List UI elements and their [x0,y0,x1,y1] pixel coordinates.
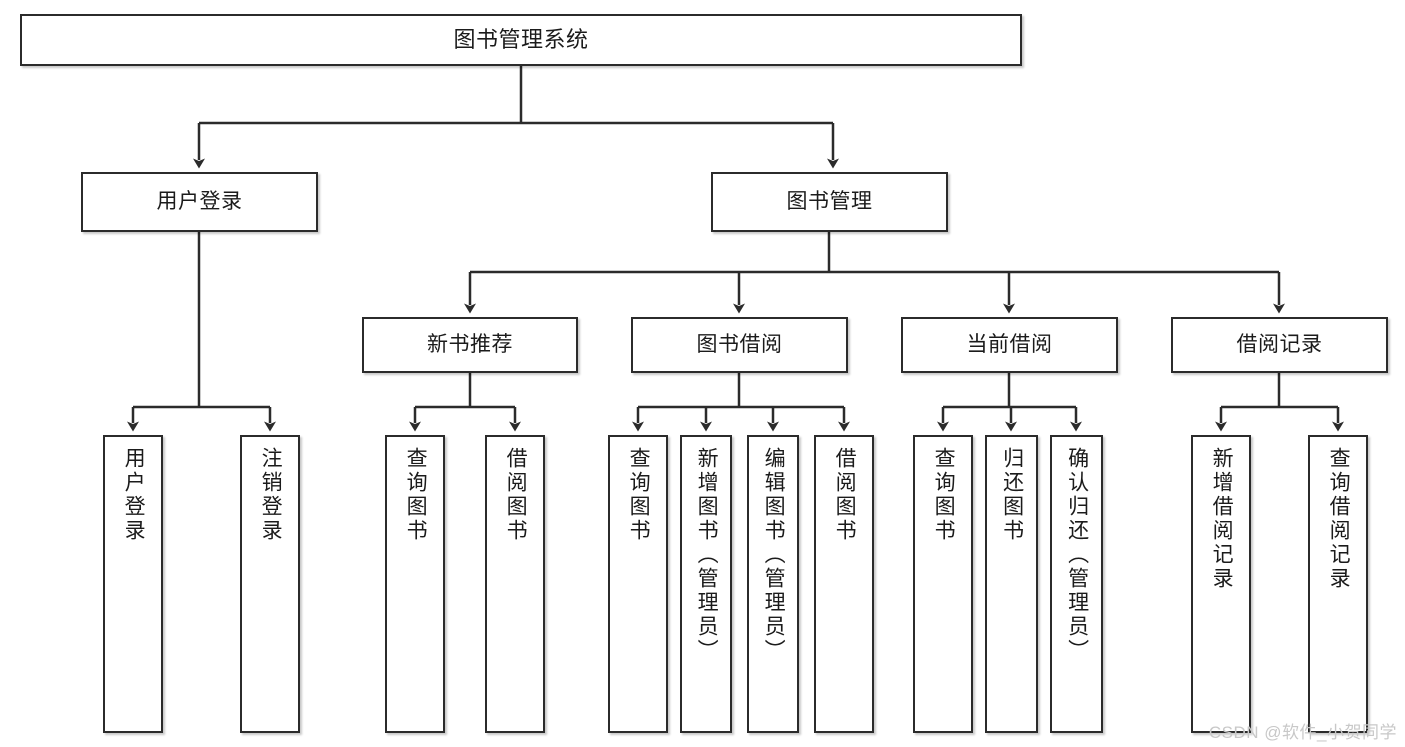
node-leaf-add-book-admin[interactable]: 新增图书（管理员） [680,435,732,733]
node-leaf-query-book-current-label: 查询图书 [932,447,956,543]
node-current-borrow[interactable]: 当前借阅 [901,317,1118,373]
node-leaf-edit-book-admin[interactable]: 编辑图书（管理员） [747,435,799,733]
node-root[interactable]: 图书管理系统 [20,14,1022,66]
node-leaf-borrow-book-label: 借阅图书 [833,447,857,543]
node-borrow-record[interactable]: 借阅记录 [1171,317,1388,373]
node-leaf-edit-book-admin-label: 编辑图书（管理员） [762,447,786,663]
node-leaf-confirm-return-admin-label: 确认归还（管理员） [1065,447,1089,663]
node-book-borrow-label: 图书借阅 [696,333,783,357]
node-leaf-user-login-label: 用户登录 [122,447,146,543]
node-user-login-label: 用户登录 [156,190,243,214]
node-root-label: 图书管理系统 [453,26,589,52]
node-leaf-borrow-book-recommend[interactable]: 借阅图书 [485,435,545,733]
node-leaf-confirm-return-admin[interactable]: 确认归还（管理员） [1050,435,1103,733]
node-user-login[interactable]: 用户登录 [81,172,318,232]
node-new-book-recommend-label: 新书推荐 [427,333,513,357]
node-leaf-user-logout[interactable]: 注销登录 [240,435,300,733]
node-leaf-query-book-current[interactable]: 查询图书 [913,435,973,733]
node-leaf-borrow-book[interactable]: 借阅图书 [814,435,874,733]
node-leaf-borrow-book-recommend-label: 借阅图书 [504,447,528,543]
node-leaf-add-book-admin-label: 新增图书（管理员） [695,447,719,663]
node-new-book-recommend[interactable]: 新书推荐 [362,317,578,373]
node-borrow-record-label: 借阅记录 [1236,333,1323,357]
node-leaf-add-borrow-record-label: 新增借阅记录 [1210,447,1234,591]
watermark: CSDN @软件_小贺同学 [1208,723,1397,742]
node-leaf-user-login[interactable]: 用户登录 [103,435,163,733]
node-leaf-query-borrow-record-label: 查询借阅记录 [1327,447,1351,591]
node-leaf-add-borrow-record[interactable]: 新增借阅记录 [1191,435,1251,733]
node-book-manage-label: 图书管理 [786,190,873,214]
node-leaf-return-book[interactable]: 归还图书 [985,435,1038,733]
node-leaf-user-logout-label: 注销登录 [259,447,283,543]
node-leaf-query-book-borrow-label: 查询图书 [627,447,651,543]
node-leaf-query-book-recommend[interactable]: 查询图书 [385,435,445,733]
node-book-manage[interactable]: 图书管理 [711,172,948,232]
node-leaf-query-book-recommend-label: 查询图书 [404,447,428,543]
node-book-borrow[interactable]: 图书借阅 [631,317,848,373]
node-current-borrow-label: 当前借阅 [966,333,1053,357]
node-leaf-return-book-label: 归还图书 [1000,447,1024,543]
node-leaf-query-borrow-record[interactable]: 查询借阅记录 [1308,435,1368,733]
node-leaf-query-book-borrow[interactable]: 查询图书 [608,435,668,733]
